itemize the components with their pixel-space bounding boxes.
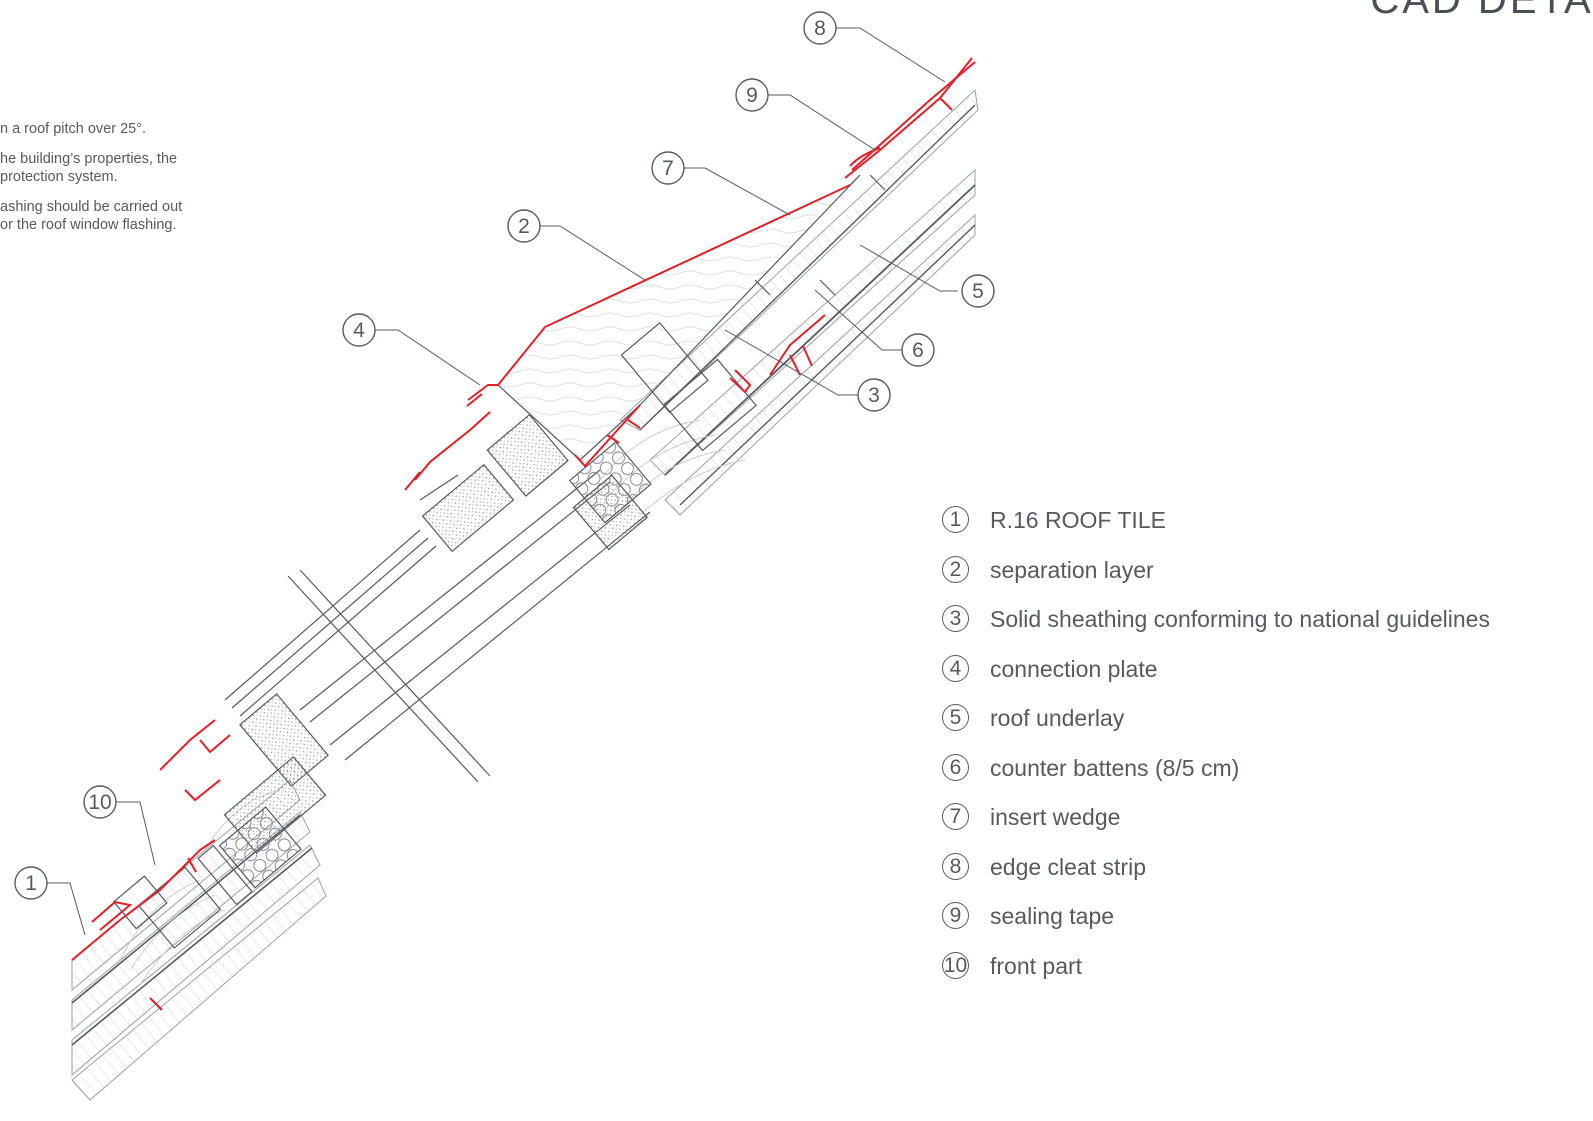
- callout-number: 2: [518, 215, 530, 238]
- callout-number: 8: [814, 17, 826, 40]
- legend-number: 3: [942, 605, 969, 632]
- callout-4: [342, 313, 376, 347]
- callout-10: [83, 785, 117, 819]
- callout-number: 4: [353, 319, 365, 342]
- legend-label: counter battens (8/5 cm): [990, 754, 1240, 781]
- legend-label: roof underlay: [990, 705, 1125, 731]
- legend-number: 9: [942, 902, 969, 929]
- legend-label: front part: [990, 952, 1083, 979]
- callout-2: [507, 209, 541, 243]
- callout-number: 6: [912, 339, 924, 362]
- legend-number: 10: [942, 951, 969, 979]
- legend-label: Solid sheathing conforming to national g…: [990, 606, 1490, 632]
- note-text: he building’s properties, the protection…: [0, 151, 178, 185]
- callouts: [14, 11, 995, 900]
- legend-number: 8: [942, 852, 969, 880]
- legend-label: connection plate: [990, 655, 1158, 682]
- roof-layers-lower: [71, 779, 327, 1101]
- red-flashing: [71, 57, 976, 1011]
- legend-number: 5: [942, 704, 969, 731]
- legend-label: separation layer: [990, 556, 1154, 583]
- callout-number: 1: [25, 872, 37, 895]
- legend-number: 4: [942, 654, 969, 682]
- legend-label: insert wedge: [990, 804, 1121, 830]
- legend-label: sealing tape: [990, 903, 1115, 929]
- legend-number: 1: [942, 506, 969, 533]
- notes-block: n a roof pitch over 25°. he building’s p…: [0, 120, 182, 246]
- callout-numbers: 8 9 7 2 5 6 4 3 10 1: [25, 17, 984, 895]
- window-frame: [112, 413, 652, 930]
- legend-number: 6: [942, 753, 969, 781]
- callout-number: 3: [868, 384, 880, 407]
- callout-1: [14, 866, 48, 900]
- roof-layers-upper: [619, 88, 979, 516]
- insert-wedge: [497, 174, 861, 461]
- callout-7: [651, 151, 685, 185]
- legend-number: 2: [942, 555, 969, 583]
- callout-5: [961, 274, 995, 308]
- legend-number: 7: [942, 803, 969, 830]
- legend-label: R.16 ROOF TILE: [990, 507, 1166, 533]
- callout-number: 10: [88, 791, 111, 814]
- callout-6: [901, 333, 935, 367]
- page-title: CAD DETAIL: [1370, 0, 1593, 22]
- callout-8: [803, 11, 837, 45]
- callout-9: [735, 78, 769, 112]
- callout-leaders: [47, 27, 958, 936]
- callout-number: 9: [746, 84, 758, 107]
- callout-number: 7: [662, 157, 674, 180]
- note-text: n a roof pitch over 25°.: [0, 121, 147, 137]
- legend-label: edge cleat strip: [990, 853, 1146, 880]
- note-text: ashing should be carried out or the roof…: [0, 199, 183, 233]
- callout-number: 5: [972, 280, 984, 303]
- battens: [138, 174, 886, 949]
- callout-3: [857, 378, 891, 412]
